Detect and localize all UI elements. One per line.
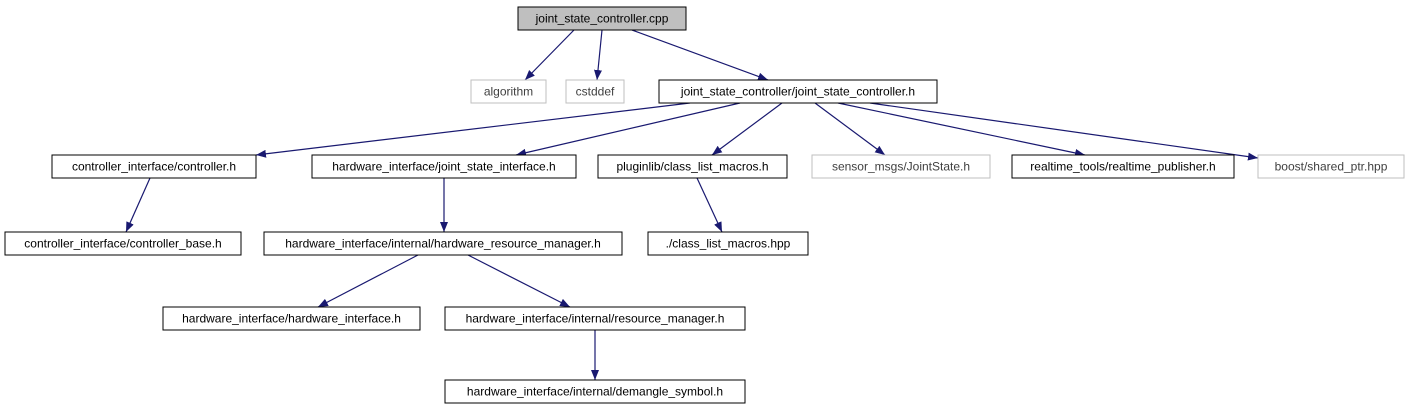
node-clm-hpp[interactable]: ./class_list_macros.hpp xyxy=(647,231,809,256)
node-root: joint_state_controller.cpp xyxy=(517,6,687,31)
node-rtp-h[interactable]: realtime_tools/realtime_publisher.h xyxy=(1011,154,1235,179)
node-box xyxy=(311,154,577,179)
nodes-layer: joint_state_controller.cpp algorithm cstdd… xyxy=(4,6,1405,404)
node-label: hardware_interface/internal/demangle_sym… xyxy=(467,385,723,399)
edge-clm_h-to-clm_hpp xyxy=(696,177,723,233)
node-hrm-h[interactable]: hardware_interface/internal/hardware_res… xyxy=(263,231,623,256)
node-label: hardware_interface/joint_state_interface… xyxy=(332,160,555,174)
node-box xyxy=(162,306,421,331)
edge-jsc_h-to-rtp_h xyxy=(837,102,1086,157)
edge-jsc_h-to-sp_hpp xyxy=(869,102,1259,161)
node-js-h: sensor_msgs/JointState.h xyxy=(811,154,991,179)
edge-jsc_h-to-js_h xyxy=(814,102,886,156)
node-rm-h[interactable]: hardware_interface/internal/resource_man… xyxy=(444,306,746,331)
node-label: boost/shared_ptr.hpp xyxy=(1275,160,1388,174)
node-box xyxy=(597,154,788,179)
node-box xyxy=(811,154,991,179)
node-box xyxy=(4,231,242,256)
node-cb-h[interactable]: controller_interface/controller_base.h xyxy=(4,231,242,256)
node-box xyxy=(517,6,687,31)
node-label: joint_state_controller.cpp xyxy=(535,12,669,26)
node-box xyxy=(444,379,746,404)
edge-root-to-cstddef xyxy=(594,29,603,81)
edge-hrm_h-to-hi_h xyxy=(317,254,419,308)
node-hi-h[interactable]: hardware_interface/hardware_interface.h xyxy=(162,306,421,331)
edge-jsc_h-to-jsi_h xyxy=(515,102,741,157)
node-label: algorithm xyxy=(484,85,533,99)
node-label: joint_state_controller/joint_state_contr… xyxy=(680,85,915,99)
node-box xyxy=(263,231,623,256)
node-box xyxy=(647,231,809,256)
edges-layer xyxy=(125,29,1259,380)
node-label: hardware_interface/internal/resource_man… xyxy=(466,312,725,326)
node-label: realtime_tools/realtime_publisher.h xyxy=(1030,160,1215,174)
node-label: controller_interface/controller.h xyxy=(72,160,236,174)
node-jsi-h[interactable]: hardware_interface/joint_state_interface… xyxy=(311,154,577,179)
node-sp-hpp: boost/shared_ptr.hpp xyxy=(1257,154,1405,179)
node-jsc-h[interactable]: joint_state_controller/joint_state_contr… xyxy=(658,79,938,104)
node-ctrl-h[interactable]: controller_interface/controller.h xyxy=(51,154,257,179)
edge-ctrl_h-to-cb_h xyxy=(125,177,151,233)
node-box xyxy=(51,154,257,179)
node-box xyxy=(1011,154,1235,179)
node-clm-h[interactable]: pluginlib/class_list_macros.h xyxy=(597,154,788,179)
node-box xyxy=(1257,154,1405,179)
edge-root-to-jsc_h xyxy=(631,29,769,81)
node-label: pluginlib/class_list_macros.h xyxy=(616,160,768,174)
edge-jsc_h-to-ctrl_h xyxy=(255,102,691,158)
node-label: hardware_interface/internal/hardware_res… xyxy=(285,237,601,251)
node-label: ./class_list_macros.hpp xyxy=(666,237,791,251)
node-box xyxy=(565,79,625,104)
node-box xyxy=(658,79,938,104)
node-algorithm: algorithm xyxy=(470,79,547,104)
node-box xyxy=(470,79,547,104)
node-label: cstddef xyxy=(576,85,615,99)
node-label: sensor_msgs/JointState.h xyxy=(832,160,970,174)
edge-jsc_h-to-clm_h xyxy=(711,102,783,156)
node-label: hardware_interface/hardware_interface.h xyxy=(182,312,401,326)
node-cstddef: cstddef xyxy=(565,79,625,104)
edge-hrm_h-to-rm_h xyxy=(467,254,571,308)
node-ds-h[interactable]: hardware_interface/internal/demangle_sym… xyxy=(444,379,746,404)
edge-root-to-algorithm xyxy=(524,29,575,81)
node-box xyxy=(444,306,746,331)
node-label: controller_interface/controller_base.h xyxy=(24,237,221,251)
